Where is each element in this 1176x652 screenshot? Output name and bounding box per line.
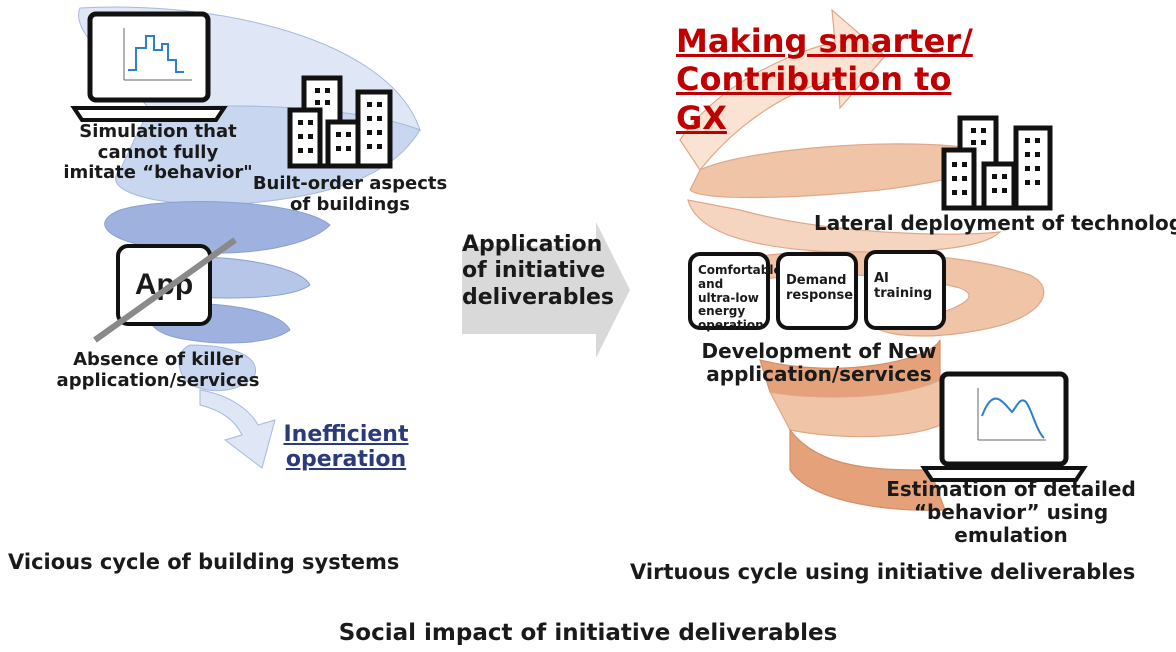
laptop-icon: [920, 371, 1088, 482]
estimation-text: Estimation of detailed “behavior” using …: [886, 477, 1136, 547]
step-chart-icon: [123, 28, 192, 81]
app-label: App: [134, 268, 194, 301]
feature-box-label: Comfortable and ultra-low energy operati…: [698, 263, 782, 333]
feature-box: AI training: [864, 250, 946, 330]
goal-text: Making smarter/ Contribution to GX: [676, 22, 973, 137]
buildings-icon: [941, 115, 1053, 211]
buildings-icon: [287, 75, 393, 169]
line-chart-icon: [977, 388, 1046, 441]
feature-box-label: Demand response: [786, 273, 854, 303]
absence-text: Absence of killer application/services: [56, 349, 260, 391]
vicious-cycle-caption: Vicious cycle of building systems: [8, 550, 400, 574]
inefficient-operation-text: Inefficient operation: [283, 422, 409, 473]
virtuous-cycle-caption: Virtuous cycle using initiative delivera…: [630, 560, 1136, 584]
simulation-text: Simulation that cannot fully imitate “be…: [63, 121, 253, 184]
center-arrow-text: Application of initiative deliverables: [462, 232, 615, 310]
development-text: Development of New application/services: [701, 339, 937, 386]
app-icon: App: [116, 244, 212, 326]
feature-box: Comfortable and ultra-low energy operati…: [688, 252, 782, 332]
feature-box-label: AI training: [874, 271, 933, 301]
center-arrow: [462, 222, 630, 358]
lateral-deployment-text: Lateral deployment of technology: [814, 211, 1176, 235]
laptop-icon: [70, 11, 228, 122]
built-order-text: Built-order aspects of buildings: [252, 173, 448, 215]
feature-box: Demand response: [776, 252, 858, 330]
footer-title: Social impact of initiative deliverables: [338, 620, 838, 646]
